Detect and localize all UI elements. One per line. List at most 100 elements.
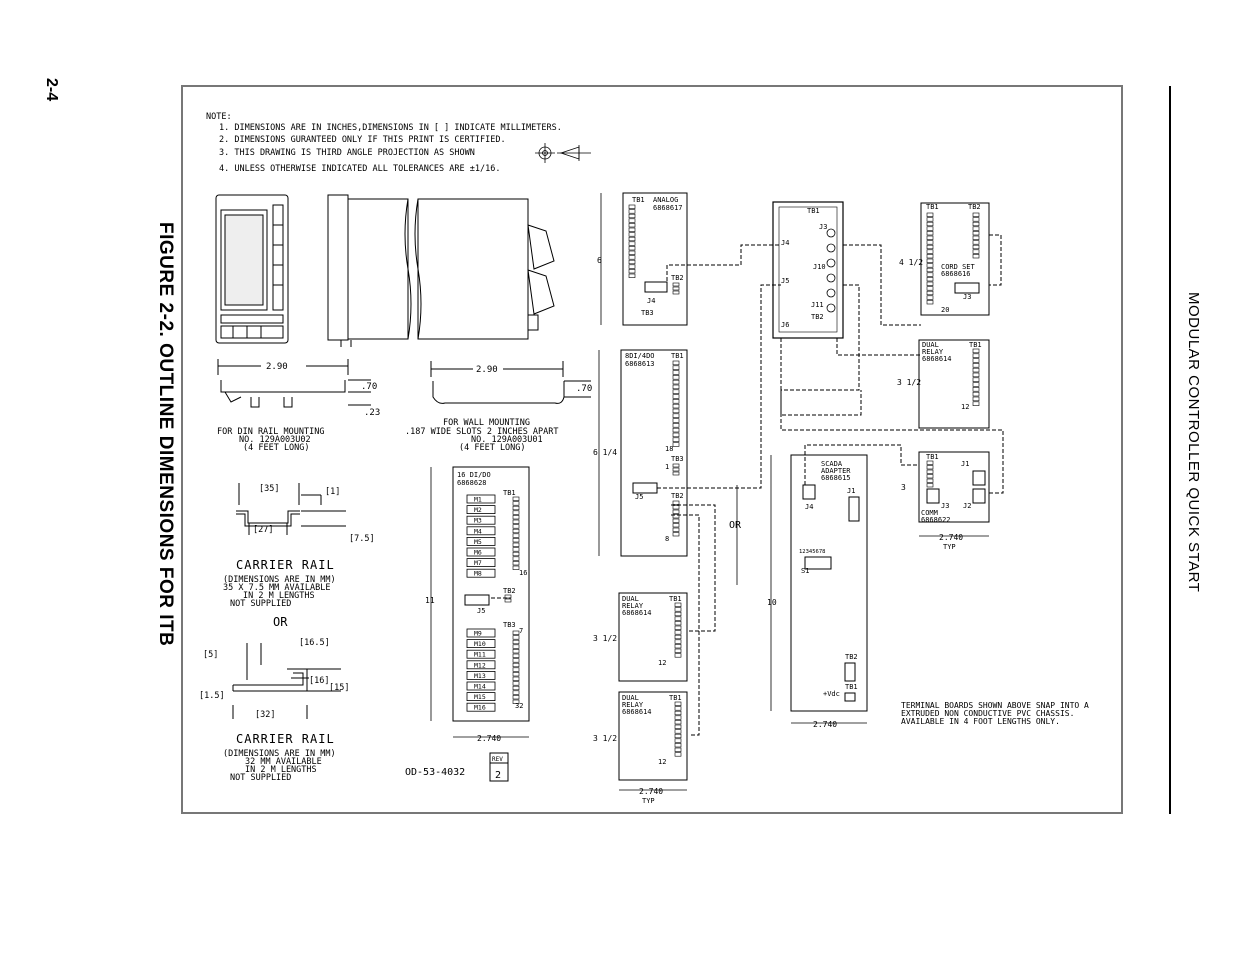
rail1-dim-1: [1] [325, 487, 340, 497]
rail1-title: CARRIER RAIL [236, 558, 335, 572]
terminal [512, 644, 520, 649]
terminal [628, 269, 636, 274]
relay-a-name-2: RELAY [622, 602, 644, 610]
terminal [926, 226, 934, 231]
cord-set-pin20: 20 [941, 306, 949, 314]
terminal [672, 389, 680, 394]
terminal [672, 514, 680, 519]
di16-pin7: 7 [519, 627, 523, 635]
terminal [926, 272, 934, 277]
terminal [926, 474, 934, 479]
terminal [512, 515, 520, 520]
rev-box [489, 752, 509, 782]
terminal [972, 226, 980, 231]
terminal [628, 218, 636, 223]
din-caption-line-1: FOR DIN RAIL MOUNTING [217, 427, 324, 437]
rail1-caption-line-3: IN 2 M LENGTHS [243, 591, 315, 601]
wall-height-label: .70 [576, 384, 592, 394]
terminal [674, 733, 682, 739]
di16-pin32: 32 [515, 702, 523, 710]
note-4: 4. UNLESS OTHERWISE INDICATED ALL TOLERA… [219, 164, 500, 174]
screw-terminal [826, 243, 836, 253]
comm-name: COMM [921, 509, 938, 517]
rail1-dim-35: [35] [259, 484, 279, 494]
di16-width: 2.740 [477, 734, 501, 743]
cord-set-j3-connector [954, 282, 980, 294]
scada-j4-jack [802, 484, 816, 500]
scada-j1: J1 [847, 487, 855, 495]
terminal [674, 611, 682, 617]
terminal [628, 246, 636, 251]
module-label: M14 [474, 683, 486, 691]
terminal [628, 264, 636, 269]
or-label-1: OR [273, 615, 288, 629]
terminal [672, 427, 680, 433]
terminal [672, 408, 680, 414]
terminal [628, 236, 636, 242]
terminal [512, 695, 520, 700]
terminal [926, 465, 934, 470]
header-rule [1169, 86, 1171, 814]
scada-height: 10 [767, 598, 777, 607]
terminal [926, 221, 934, 227]
screw-terminal [826, 288, 836, 298]
terminal [628, 250, 636, 255]
terminal [972, 254, 980, 259]
comm-board [918, 451, 990, 523]
relay-b-name-3: 6868614 [622, 708, 652, 716]
terminal [972, 396, 980, 402]
relay-b-pin12: 12 [658, 758, 666, 766]
cord-set-part: 6868616 [941, 270, 971, 278]
di16-part: 6868628 [457, 479, 487, 487]
terminal [672, 523, 680, 528]
module-slot [466, 494, 496, 504]
module-slot [466, 639, 496, 648]
rail1-caption-line-4: NOT SUPPLIED [230, 599, 291, 609]
comm-j1-jack [972, 470, 986, 486]
terminal [672, 384, 680, 390]
din-height-label: .70 [361, 382, 377, 392]
terminal [512, 681, 520, 686]
terminal [674, 706, 682, 711]
terminal [972, 249, 980, 254]
module-label: M8 [474, 570, 482, 578]
terminal [674, 621, 682, 626]
module-slot [466, 628, 496, 638]
terminal [674, 729, 682, 734]
terminal [512, 630, 520, 635]
terminal [672, 442, 680, 447]
scada-vdc: +Vdc [823, 690, 840, 698]
cord-set-height: 4 1/2 [899, 258, 923, 267]
din-caption: FOR DIN RAIL MOUNTING NO. 129A003U02 (4 … [217, 427, 324, 453]
terminal [628, 213, 636, 219]
edi-pin8: 8 [665, 535, 669, 543]
module-slot [466, 692, 496, 701]
note-3: 3. THIS DRAWING IS THIRD ANGLE PROJECTIO… [219, 148, 475, 158]
din-chassis-profile [217, 359, 371, 408]
rail2-dim-15b: [1.5] [199, 691, 225, 701]
terminal [512, 542, 520, 547]
comm-j2: J2 [963, 502, 971, 510]
terminal [512, 501, 520, 506]
terminal [672, 286, 680, 291]
terminal [972, 367, 980, 373]
terminal [926, 235, 934, 240]
terminal [512, 528, 520, 534]
rail2-caption-line-2: 32 MM AVAILABLE [245, 757, 322, 767]
terminal [672, 418, 680, 423]
terminal [672, 518, 680, 523]
module-slot [466, 649, 496, 659]
terminal [972, 372, 980, 378]
terminal [926, 258, 934, 263]
terminal [512, 658, 520, 663]
terminal [512, 635, 520, 640]
terminal [674, 625, 682, 630]
terminal [674, 752, 682, 757]
terminal [926, 469, 934, 474]
cable-routes [491, 234, 1004, 736]
rev-value: 2 [495, 770, 501, 781]
terminal [628, 204, 636, 209]
controller-tb1: TB1 [807, 207, 820, 215]
module-slot [466, 505, 496, 515]
rail2-caption: (DIMENSIONS ARE IN MM) 32 MM AVAILABLE I… [223, 749, 336, 783]
